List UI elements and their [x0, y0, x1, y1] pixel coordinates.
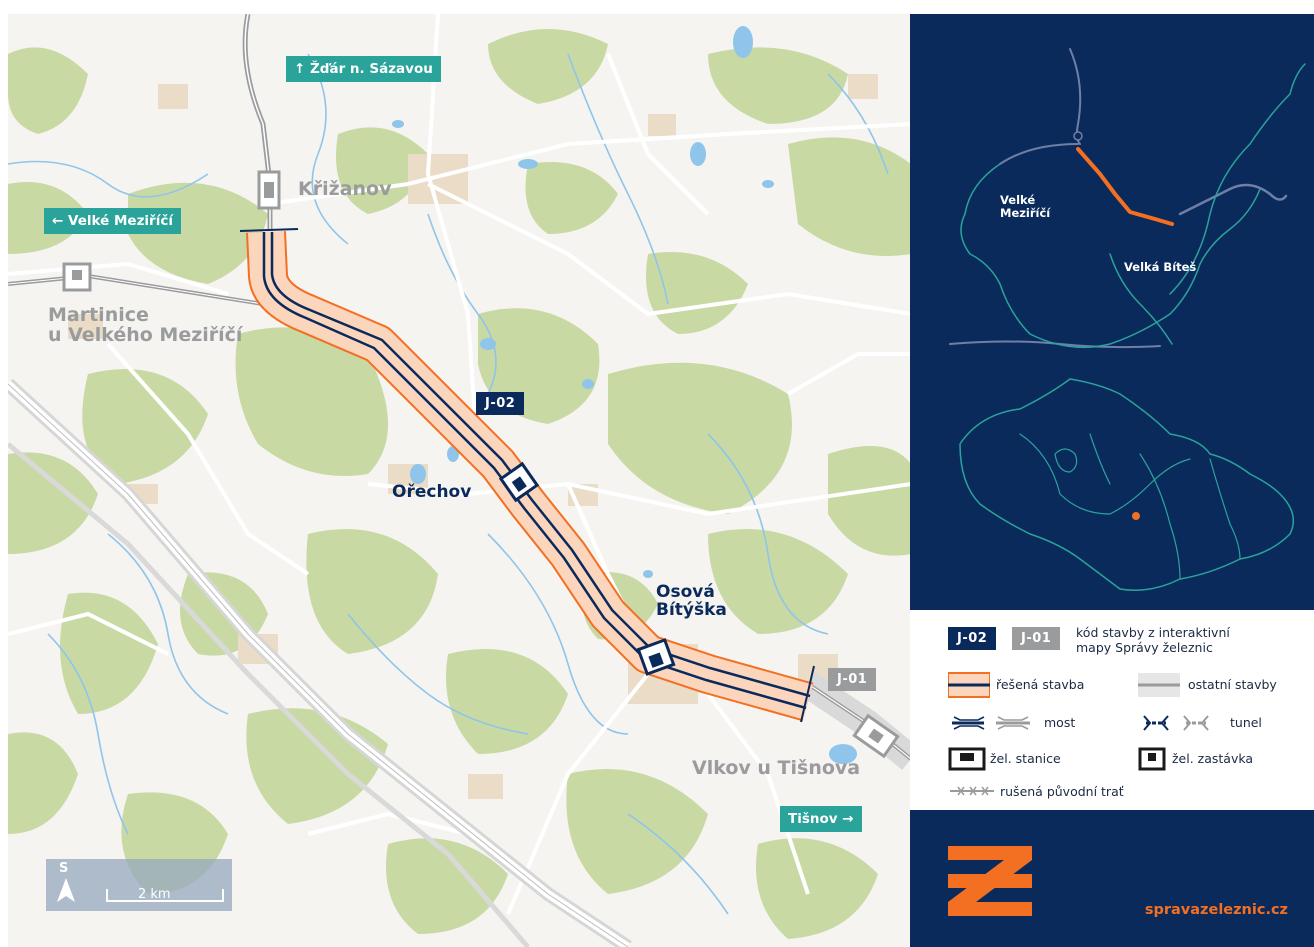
- built-up-areas: [68, 74, 878, 799]
- legend-ostatni-swatch: [1138, 673, 1180, 697]
- overview-boundary-inner: [1109, 253, 1173, 345]
- code-j02-map[interactable]: J-02: [476, 392, 525, 415]
- overview-map: [949, 48, 1306, 591]
- overview-label-velke-line2: Meziříčí: [1000, 205, 1051, 220]
- station-martinice: [62, 262, 92, 292]
- north-label: S: [59, 861, 69, 876]
- legend-code-j01: J-01: [1012, 627, 1061, 650]
- legend-code-description: kód stavby z interaktivní mapy Správy že…: [1076, 625, 1230, 655]
- legend-code-j02: J-02: [948, 627, 997, 650]
- legend-code-desc-line1: kód stavby z interaktivní: [1076, 625, 1230, 640]
- code-j01-map[interactable]: J-01: [828, 668, 877, 691]
- brand-url-link[interactable]: spravazeleznic.cz: [1144, 902, 1288, 918]
- town-orechov: Ořechov: [392, 482, 472, 502]
- legend-code-desc-line2: mapy Správy železnic: [1076, 640, 1213, 655]
- brand-footer: spravazeleznic.cz: [910, 810, 1314, 947]
- overview-label-velke-line1: Velké: [1000, 193, 1036, 207]
- section-boundaries: [239, 228, 815, 723]
- main-map[interactable]: Křižanov Martinice u Velkého Meziříčí Oř…: [8, 14, 911, 947]
- overview-line-north: [1069, 48, 1082, 145]
- legend-zastavka-label: žel. zastávka: [1172, 751, 1254, 766]
- town-vlkov: Vlkov u Tišnova: [692, 757, 861, 779]
- prague-outline: [1054, 448, 1078, 473]
- overview-project-route: [1076, 147, 1174, 226]
- legend-resena-label: řešená stavba: [996, 677, 1085, 692]
- legend-stanice-label: žel. stanice: [990, 751, 1061, 766]
- overview-panel: Velké Meziříčí Velká Bíteš: [910, 14, 1314, 610]
- legend-cancelled-track-icon: [950, 786, 994, 796]
- town-osova-line1: Osová: [656, 582, 715, 602]
- legend-rusena-label: rušená původní trať: [1000, 784, 1124, 799]
- roads: [8, 14, 911, 915]
- water-bodies: [293, 26, 857, 764]
- overview-line-west: [999, 143, 1079, 165]
- overview-region-boundary: [960, 163, 1261, 349]
- streams: [8, 53, 889, 915]
- scale-distance: 2 km: [138, 887, 171, 902]
- motorway: [8, 378, 632, 947]
- czech-republic-outline: [959, 378, 1295, 591]
- overview-line-south: [949, 340, 1161, 349]
- station-osova-bityska: [636, 638, 676, 676]
- overview-line-east: [1178, 183, 1288, 216]
- legend-station-icon: [948, 747, 986, 771]
- overview-boundary-east: [1169, 63, 1306, 295]
- legend-resena-swatch: [948, 672, 990, 698]
- project-corridor: [246, 231, 814, 722]
- legend-stop-icon: [1138, 747, 1166, 771]
- legend-tunnel-icon: [1143, 715, 1209, 731]
- station-orechov: [498, 461, 540, 503]
- direction-velke-mezirici: ← Velké Meziříčí: [44, 208, 181, 234]
- town-martinice-line1: Martinice: [48, 304, 149, 326]
- direction-tisnov: Tišnov →: [780, 806, 862, 832]
- station-krizanov: [257, 170, 281, 210]
- town-martinice-line2: u Velkého Meziříčí: [48, 323, 243, 346]
- forest-areas: [8, 29, 911, 939]
- town-osova-line2: Bítýška: [656, 599, 727, 620]
- legend-tunel-label: tunel: [1230, 715, 1262, 730]
- legend: J-02 J-01 kód stavby z interaktivní mapy…: [910, 610, 1314, 810]
- overview-label-velka-bites: Velká Bíteš: [1124, 260, 1197, 274]
- north-arrow-icon: [57, 878, 75, 902]
- legend-bridge-icon: [952, 716, 1030, 730]
- direction-zdar: ↑ Žďár n. Sázavou: [286, 56, 441, 82]
- project-location-dot: [1132, 512, 1140, 520]
- legend-ostatni-label: ostatní stavby: [1188, 677, 1277, 692]
- czech-regions-2: [1089, 433, 1241, 580]
- legend-most-label: most: [1044, 715, 1076, 730]
- scale-bar: S 2 km: [46, 859, 232, 911]
- station-vlkov: [852, 713, 900, 759]
- scale-line: [106, 889, 224, 902]
- town-krizanov: Křižanov: [298, 178, 392, 200]
- town-martinice: Martinice u Velkého Meziříčí: [48, 304, 243, 346]
- overview-label-velke-mezirici: Velké Meziříčí: [1000, 194, 1050, 219]
- town-osova-bityska: Osová Bítýška: [656, 582, 727, 620]
- spravazeleznic-logo-icon: [948, 846, 1032, 916]
- czech-regions-1: [1019, 433, 1191, 515]
- map-canvas: [8, 14, 911, 947]
- overview-node: [1073, 131, 1083, 141]
